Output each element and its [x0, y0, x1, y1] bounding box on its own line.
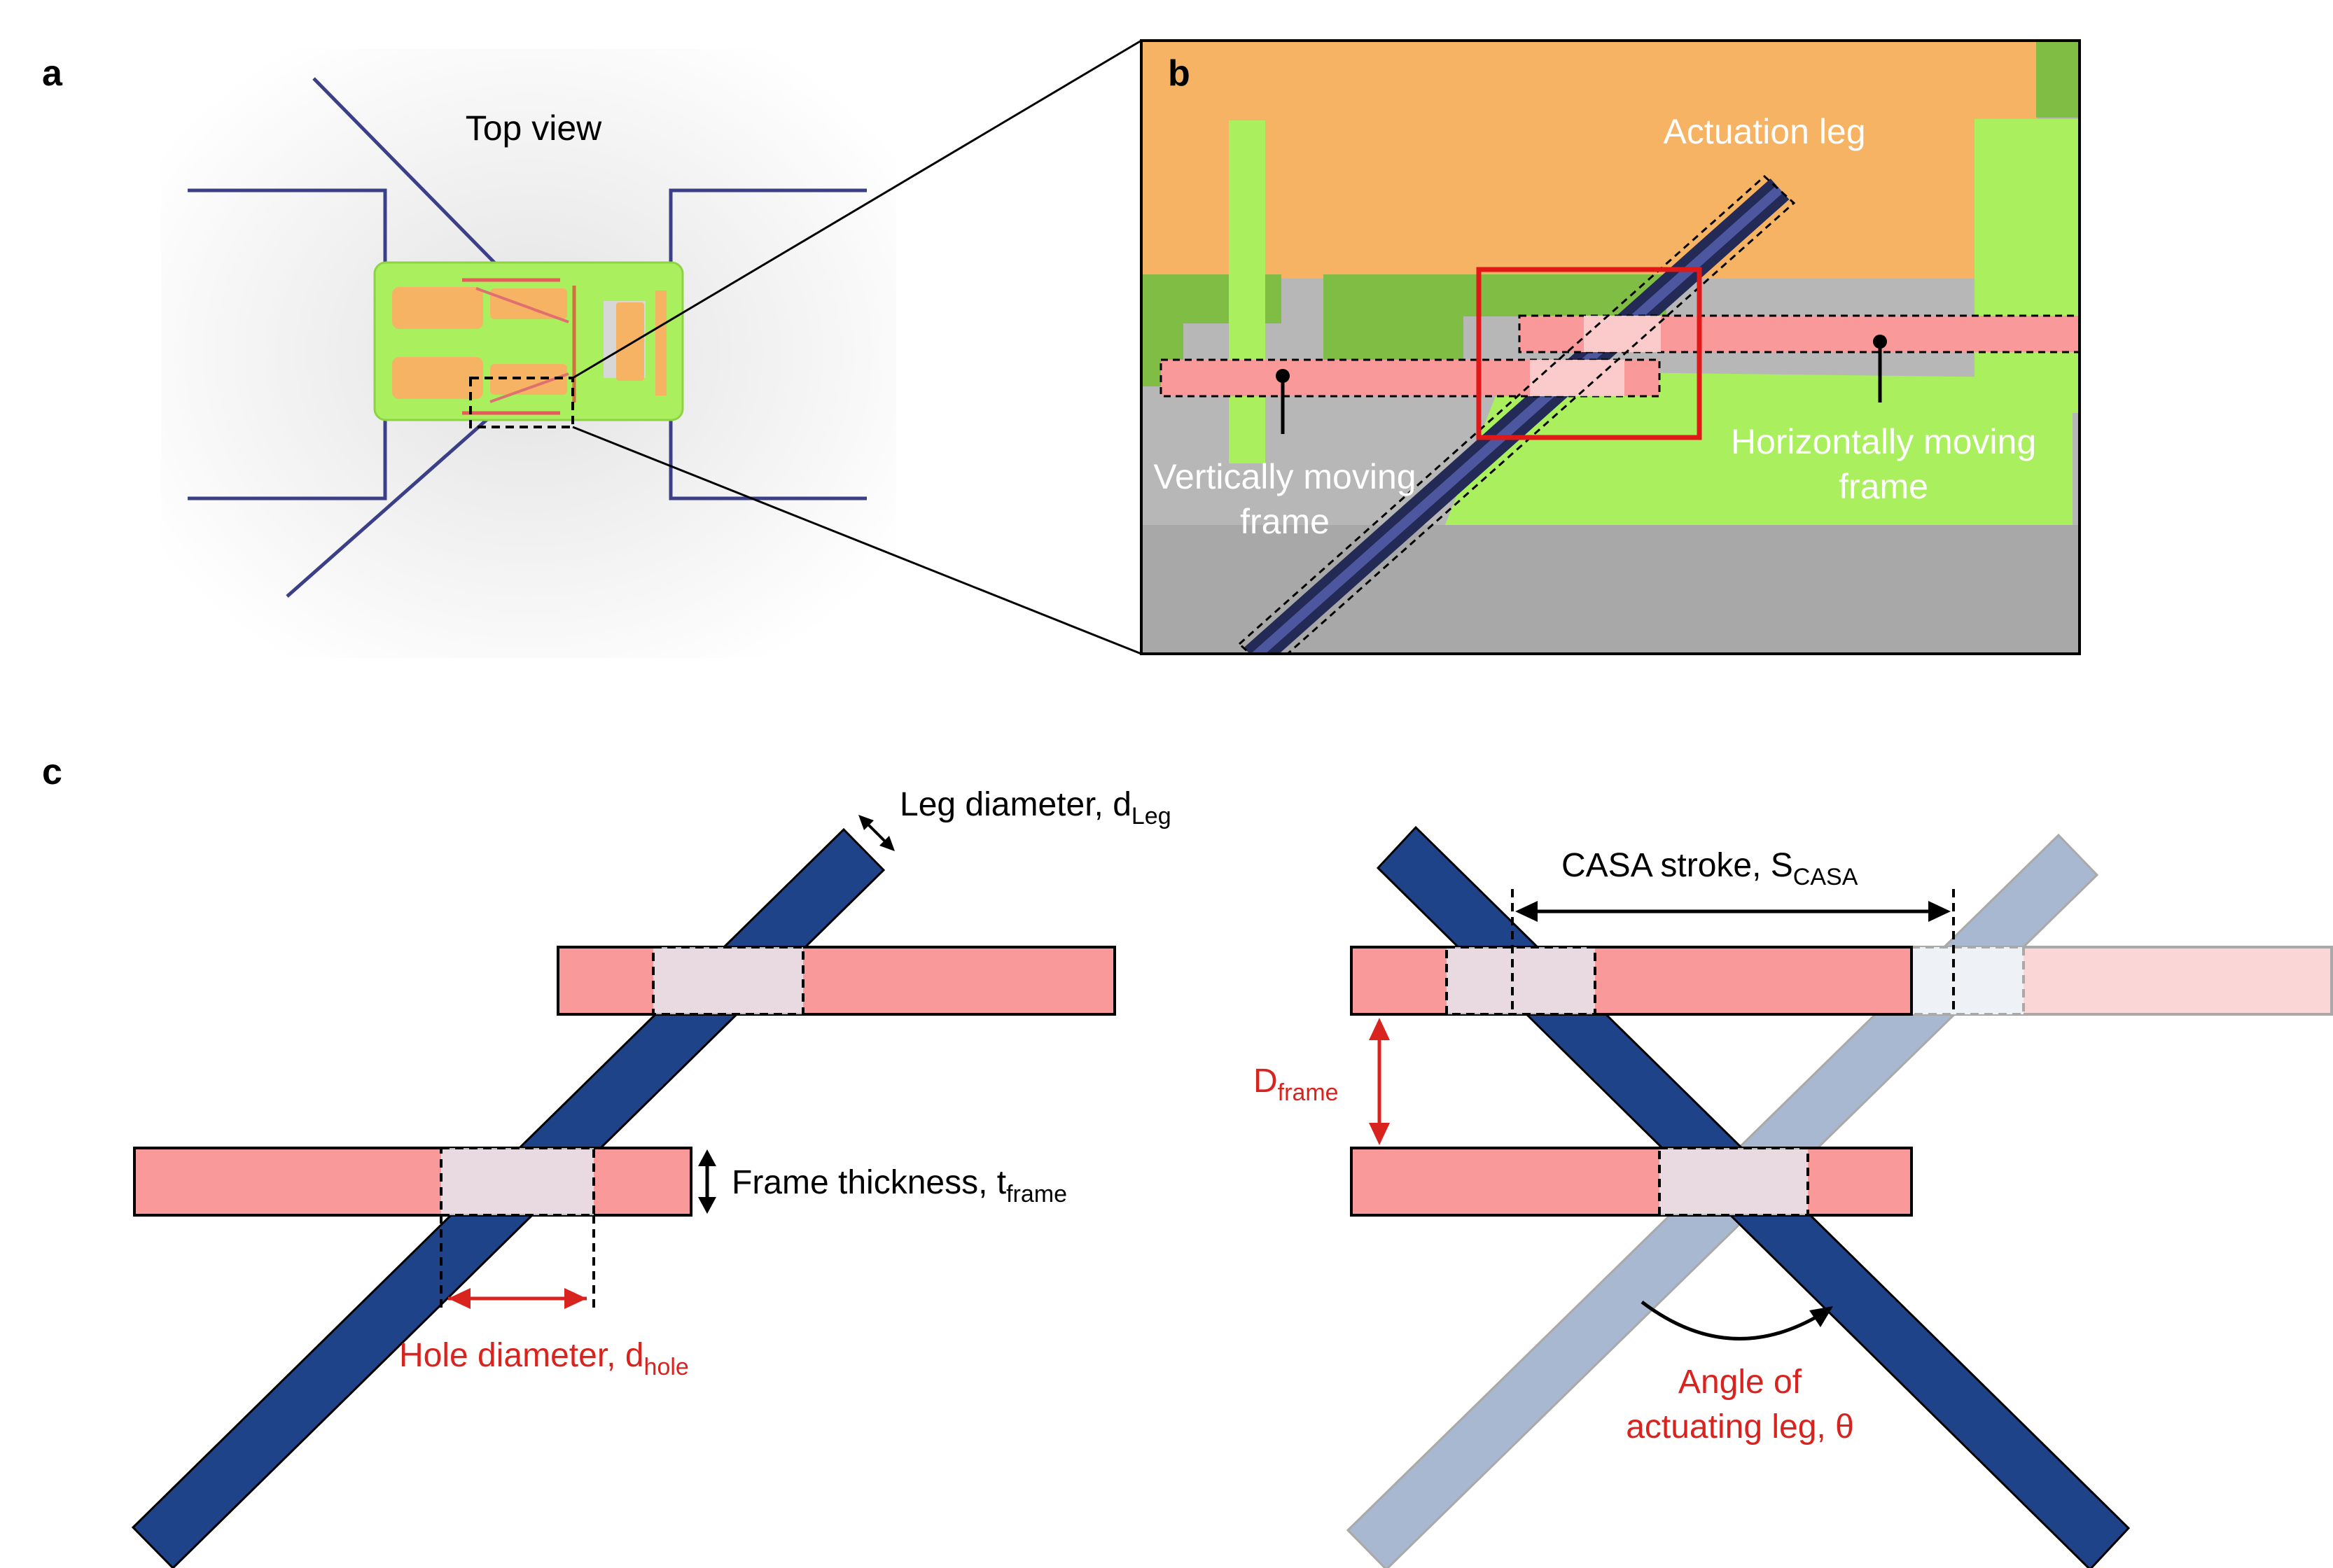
upper-frame-left: [557, 946, 1116, 1016]
upper-frame-right: [1350, 946, 1913, 1016]
diagram-left: Hole diameter, dhole Frame thickness, tf…: [131, 786, 1171, 1568]
upper-hole-right: [1445, 946, 1596, 1016]
panel-a: a Top view: [42, 39, 1142, 658]
render-vertical-post: [1229, 120, 1265, 463]
panel-b-letter: b: [1168, 53, 1190, 94]
lower-hole-right: [1658, 1147, 1809, 1217]
panel-c: c Hole diameter, dhole Frame thickness, …: [42, 752, 2333, 1568]
robot-body: [373, 261, 684, 421]
lower-frame-left: [133, 1147, 692, 1217]
angle-label-1: Angle of: [1678, 1364, 1802, 1401]
panel-b: b Actuation leg Vertically moving frame …: [1140, 39, 2081, 655]
label-vertical-frame-1: Vertically moving: [1153, 457, 1416, 496]
panel-a-letter: a: [42, 53, 63, 94]
lower-hole-left: [440, 1147, 595, 1217]
label-actuation-leg: Actuation leg: [1663, 112, 1865, 151]
label-horizontal-frame-2: frame: [1839, 467, 1928, 506]
lower-frame-right: [1350, 1147, 1913, 1217]
ghost-upper-hole: [1910, 946, 2025, 1016]
zoom-line-top: [572, 39, 1142, 379]
render-orange-body: [1141, 41, 2038, 279]
leg-diameter-label: Leg diameter, dLeg: [900, 786, 1171, 830]
render-green-floor: [1442, 371, 2073, 532]
hole-diameter-label: Hole diameter, dhole: [399, 1337, 689, 1380]
upper-hole-left: [652, 946, 805, 1016]
casa-stroke-label: CASA stroke, SCASA: [1561, 847, 1858, 890]
render-highlight-box: [1476, 267, 1702, 440]
label-vertical-frame-2: frame: [1240, 502, 1330, 541]
panel-c-letter: c: [42, 752, 62, 792]
zoom-selection-box: [469, 377, 574, 428]
zoom-line-bottom: [572, 426, 1142, 655]
leg-dashed-outline: [1237, 174, 1796, 654]
diagram-right: CASA stroke, SCASA Dframe Angle of actua…: [1253, 825, 2333, 1568]
d-frame-label: Dframe: [1253, 1063, 1339, 1106]
label-horizontal-frame-1: Horizontally moving: [1731, 422, 2036, 461]
angle-label-2: actuating leg, θ: [1626, 1408, 1854, 1446]
angle-arc: [1641, 1301, 1822, 1340]
frame-thickness-label: Frame thickness, tframe: [732, 1164, 1067, 1208]
panel-b-border: [1140, 39, 2081, 655]
top-view-caption: Top view: [466, 108, 602, 148]
